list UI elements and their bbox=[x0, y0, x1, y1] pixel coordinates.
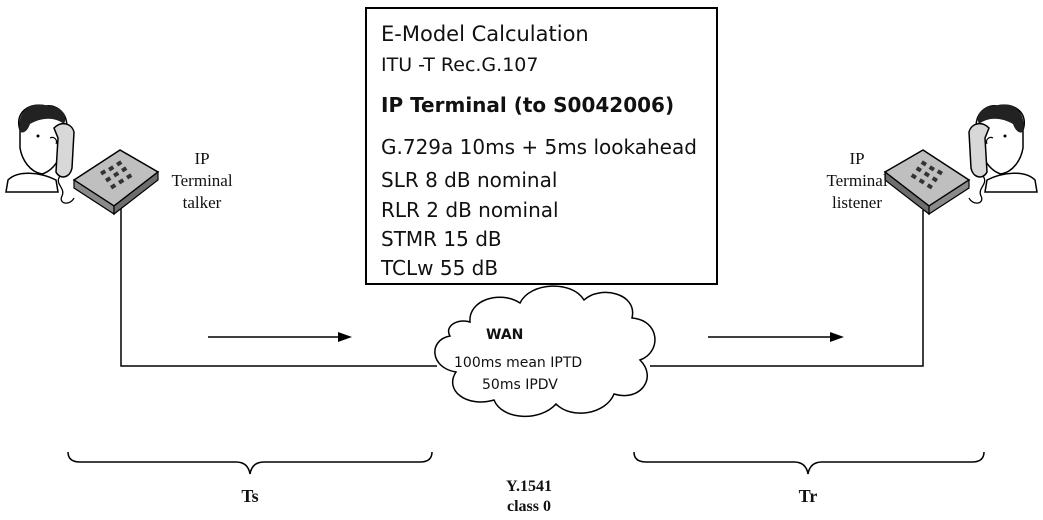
wan-iptd: 100ms mean IPTD bbox=[454, 355, 582, 371]
ts-label: Ts bbox=[241, 486, 258, 506]
talker-label-line2: Terminal bbox=[171, 171, 232, 190]
wan-cloud: WAN 100ms mean IPTD 50ms IPDV bbox=[434, 285, 656, 417]
talker-phone-icon bbox=[5, 104, 160, 216]
network-class-line2: class 0 bbox=[507, 498, 551, 515]
emodel-title: E-Model Calculation bbox=[381, 22, 589, 46]
talker-label-line3: talker bbox=[183, 193, 222, 212]
emodel-param-stmr: STMR 15 dB bbox=[381, 227, 502, 251]
connection-line bbox=[120, 208, 437, 367]
listener-phone-icon bbox=[883, 104, 1038, 216]
wan-ipdv: 50ms IPDV bbox=[482, 377, 558, 393]
connection-line-right bbox=[650, 210, 924, 367]
direction-arrow-right bbox=[708, 332, 844, 342]
ts-brace bbox=[67, 451, 433, 475]
wan-title: WAN bbox=[486, 327, 523, 343]
emodel-subtitle: ITU -T Rec.G.107 bbox=[381, 54, 538, 76]
listener-label-line2: Terminal bbox=[826, 171, 887, 190]
network-class-line1: Y.1541 bbox=[506, 478, 552, 495]
emodel-param-slr: SLR 8 dB nominal bbox=[381, 168, 557, 192]
tr-label: Tr bbox=[799, 486, 818, 506]
listener-label-line1: IP bbox=[849, 149, 864, 168]
emodel-heading: IP Terminal (to S0042006) bbox=[381, 93, 674, 117]
emodel-param-tclw: TCLw 55 dB bbox=[380, 256, 498, 280]
emodel-param-codec: G.729a 10ms + 5ms lookahead bbox=[381, 135, 697, 159]
emodel-box-frame bbox=[365, 7, 718, 285]
emodel-param-rlr: RLR 2 dB nominal bbox=[381, 198, 559, 222]
listener-label-line3: listener bbox=[832, 193, 882, 212]
cloud-icon bbox=[434, 285, 656, 417]
tr-brace bbox=[633, 451, 985, 475]
emodel-box: E-Model Calculation ITU -T Rec.G.107 IP … bbox=[365, 7, 718, 285]
talker-label-line1: IP bbox=[194, 149, 209, 168]
direction-arrow-left bbox=[208, 332, 352, 342]
